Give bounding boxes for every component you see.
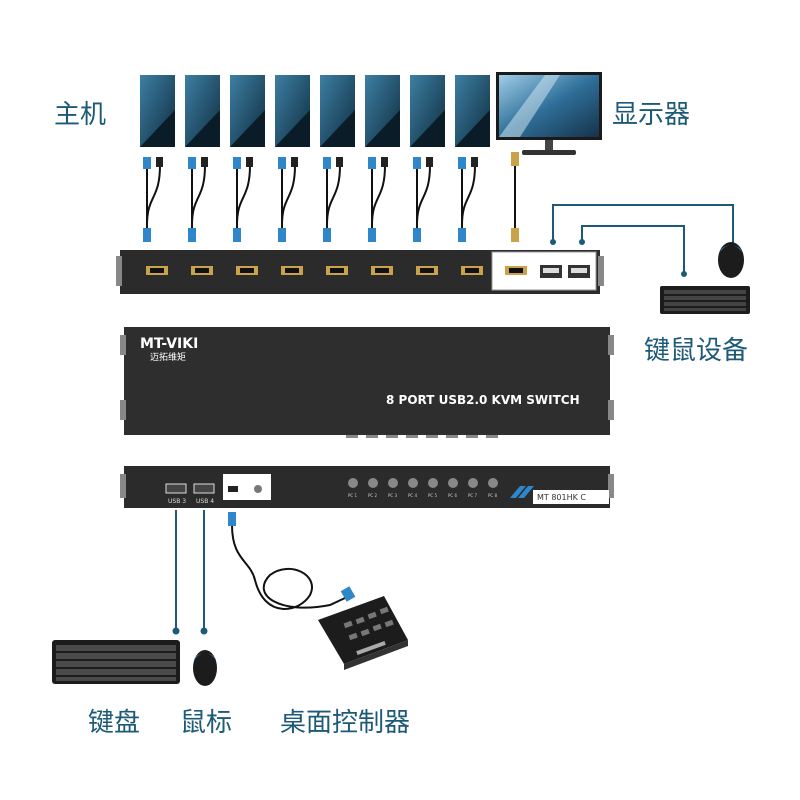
- model-label: MT 801HK C: [537, 493, 586, 502]
- kbmouse-device-label: 键鼠设备: [644, 336, 749, 366]
- desk-controller-icon: [318, 596, 408, 670]
- mouse-icon: [718, 242, 744, 278]
- cable-connectors: [143, 152, 519, 242]
- host-pc-icon: [140, 75, 175, 147]
- host-pc-icon: [185, 75, 220, 147]
- host-label: 主机: [54, 100, 107, 130]
- pc2-label: PC 2: [368, 493, 377, 498]
- host-pcs: [140, 75, 490, 147]
- kvm-rear-panel: [116, 250, 604, 294]
- kvm-back-panel: USB 3 USB 4 PC 1 PC 2 PC 3 PC 4 PC 5 PC …: [120, 466, 614, 508]
- bottom-keyboard-icon: [52, 640, 180, 684]
- host-pc-icon: [230, 75, 265, 147]
- host-pc-icon: [410, 75, 445, 147]
- back-usb-lines: [175, 510, 205, 630]
- pc6-label: PC 6: [448, 493, 457, 498]
- mouse-label: 鼠标: [180, 708, 233, 738]
- host-pc-icon: [365, 75, 400, 147]
- host-pc-icon: [275, 75, 310, 147]
- keyboard-label: 键盘: [88, 708, 141, 738]
- kvm-front-panel: MT-VIKI 迈拓维矩 8 PORT USB2.0 KVM SWITCH: [120, 327, 614, 438]
- usb3-label: USB 3: [168, 498, 186, 505]
- host-pc-icon: [455, 75, 490, 147]
- host-pc-icon: [320, 75, 355, 147]
- controller-cable: [231, 524, 346, 610]
- pc-cables: [146, 164, 516, 240]
- brand-sub: 迈拓维矩: [150, 351, 186, 363]
- keyboard-icon: [660, 286, 750, 314]
- kvm-title: 8 PORT USB2.0 KVM SWITCH: [386, 393, 580, 407]
- usb4-label: USB 4: [196, 498, 214, 505]
- pc3-label: PC 3: [388, 493, 397, 498]
- port-buttons: [348, 478, 498, 488]
- monitor-icon: [496, 72, 602, 155]
- pc1-label: PC 1: [348, 493, 357, 498]
- brand-logo: MT-VIKI: [140, 336, 198, 352]
- pc7-label: PC 7: [468, 493, 477, 498]
- desk-controller-label: 桌面控制器: [280, 708, 411, 738]
- pc8-label: PC 8: [488, 493, 497, 498]
- pc5-label: PC 5: [428, 493, 437, 498]
- kbmouse-connection-lines: [552, 204, 734, 272]
- bottom-mouse-icon: [193, 650, 217, 686]
- display-label: 显示器: [612, 100, 691, 130]
- pc4-label: PC 4: [408, 493, 417, 498]
